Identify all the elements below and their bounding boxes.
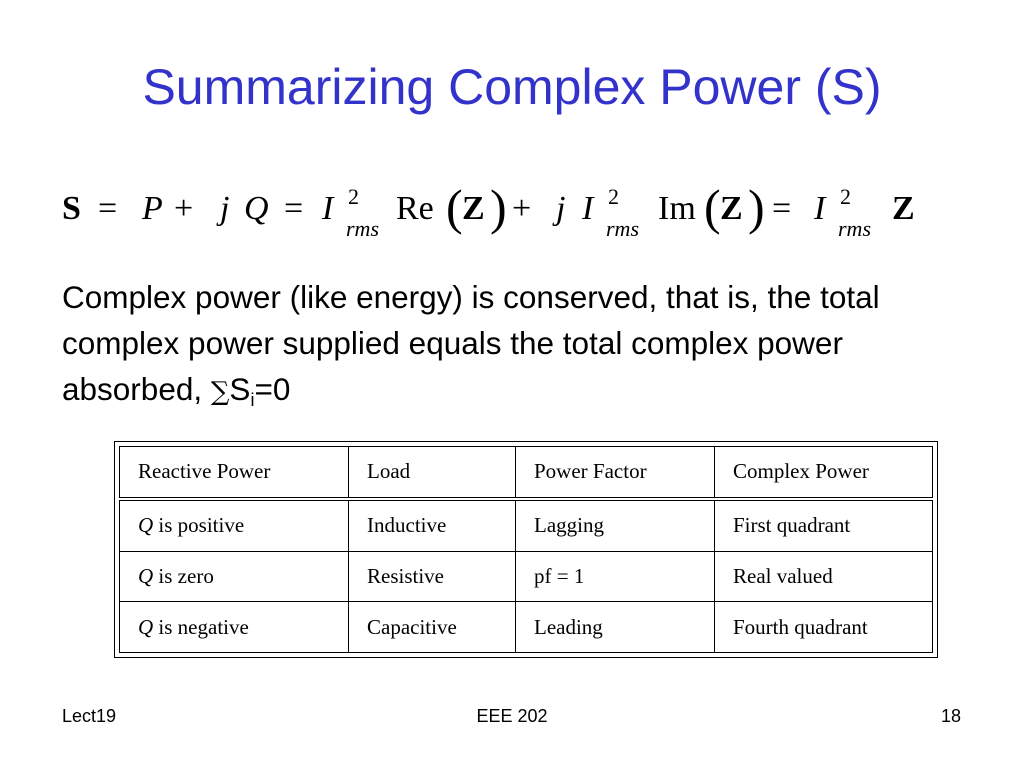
eq-symbol-s: S xyxy=(62,190,81,227)
cell-power-factor: Lagging xyxy=(515,498,715,552)
summation-symbol: ∑ xyxy=(210,377,230,407)
eq-subscript-rms: rms xyxy=(346,216,380,241)
eq-left-paren: ( xyxy=(704,179,721,235)
cell-load: Capacitive xyxy=(348,601,516,653)
eq-symbol-i: I xyxy=(582,190,594,227)
footer-lecture: Lect19 xyxy=(62,706,117,726)
statement-equals-zero: =0 xyxy=(254,371,291,407)
eq-right-paren: ) xyxy=(748,179,765,235)
eq-exponent: 2 xyxy=(840,184,851,209)
eq-left-paren: ( xyxy=(446,179,463,235)
cell-complex-power: First quadrant xyxy=(714,498,933,552)
q-symbol: Q xyxy=(138,614,154,639)
eq-subscript-rms: rms xyxy=(838,216,872,241)
eq-im: Im xyxy=(658,190,696,227)
power-summary-table-frame: Reactive Power Load Power Factor Complex… xyxy=(114,441,938,658)
conservation-statement: Complex power (like energy) is conserved… xyxy=(62,274,982,423)
header-complex-power: Complex Power xyxy=(714,445,933,500)
cell-load: Inductive xyxy=(348,498,516,552)
q-symbol: Q xyxy=(138,563,154,588)
eq-symbol-p: P xyxy=(142,190,163,227)
q-description: is negative xyxy=(153,614,249,639)
eq-symbol-z: Z xyxy=(720,190,743,227)
table-row: Q is negative Capacitive Leading Fourth … xyxy=(119,601,933,653)
complex-power-equation: S = P + j Q = I 2 rms Re ( Z ) + j I 2 r… xyxy=(62,176,962,256)
eq-right-paren: ) xyxy=(490,179,507,235)
table-row: Q is positive Inductive Lagging First qu… xyxy=(119,498,933,552)
eq-symbol-z: Z xyxy=(462,190,485,227)
slide-title: Summarizing Complex Power (S) xyxy=(142,59,882,115)
eq-subscript-rms: rms xyxy=(606,216,640,241)
eq-equals: = xyxy=(284,190,304,227)
q-description: is zero xyxy=(153,563,214,588)
statement-text: Complex power (like energy) is conserved… xyxy=(62,279,880,407)
eq-symbol-z: Z xyxy=(892,190,915,227)
statement-s-letter: S xyxy=(229,371,251,407)
cell-load: Resistive xyxy=(348,550,516,603)
eq-symbol-i: I xyxy=(322,190,334,227)
eq-re: Re xyxy=(396,190,434,227)
cell-reactive-power: Q is negative xyxy=(119,601,349,653)
eq-symbol-i: I xyxy=(814,190,826,227)
eq-symbol-j: j xyxy=(556,190,566,227)
footer-page-number: 18 xyxy=(940,706,961,726)
q-description: is positive xyxy=(153,513,245,538)
header-load: Load xyxy=(348,445,516,500)
header-power-factor: Power Factor xyxy=(515,445,715,500)
cell-power-factor: Leading xyxy=(515,601,715,653)
eq-plus: + xyxy=(174,190,194,227)
table-row: Q is zero Resistive pf = 1 Real valued xyxy=(119,550,933,603)
eq-plus: + xyxy=(512,190,532,227)
eq-symbol-q: Q xyxy=(244,190,269,227)
eq-exponent: 2 xyxy=(348,184,359,209)
table-header-row: Reactive Power Load Power Factor Complex… xyxy=(119,445,933,500)
statement-subscript: i xyxy=(250,390,255,410)
power-summary-table: Reactive Power Load Power Factor Complex… xyxy=(119,445,933,653)
cell-complex-power: Real valued xyxy=(714,550,933,603)
cell-reactive-power: Q is zero xyxy=(119,550,349,603)
header-reactive-power: Reactive Power xyxy=(119,445,349,500)
cell-power-factor: pf = 1 xyxy=(515,550,715,603)
eq-symbol-j: j xyxy=(220,190,230,227)
cell-reactive-power: Q is positive xyxy=(119,498,349,552)
cell-complex-power: Fourth quadrant xyxy=(714,601,933,653)
eq-exponent: 2 xyxy=(608,184,619,209)
q-symbol: Q xyxy=(138,513,154,538)
footer-course: EEE 202 xyxy=(476,706,548,726)
eq-equals: = xyxy=(772,190,792,227)
eq-equals: = xyxy=(98,190,118,227)
